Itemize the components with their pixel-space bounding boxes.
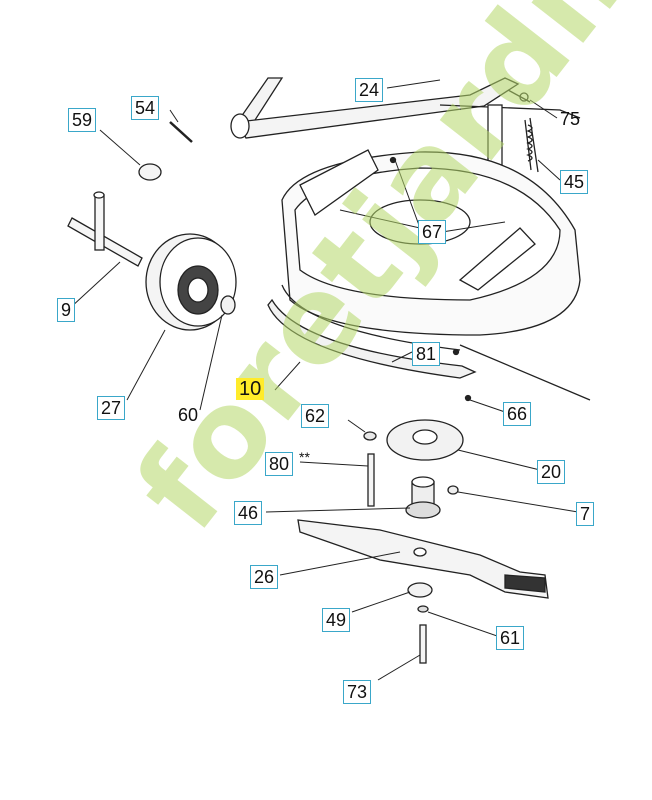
mower-blade: [297, 519, 549, 599]
part-label-66: 66: [503, 402, 532, 426]
part-label-27: 27: [97, 396, 126, 420]
pin: [169, 121, 193, 143]
part-label-9: 9: [57, 298, 76, 322]
part-label-75: 75: [560, 109, 581, 129]
part-label-24: 24: [355, 78, 384, 102]
part-label-80: 80: [265, 452, 294, 476]
part-label-62: 62: [301, 404, 330, 428]
blade-bolt: [419, 624, 427, 664]
part-label-61: 61: [496, 626, 525, 650]
lock-washer: [417, 605, 429, 613]
spring-assembly: [487, 89, 539, 173]
wheel-axle: [67, 191, 143, 267]
part-label-10: 10: [236, 378, 265, 400]
cap: [138, 163, 162, 181]
part-label-80-note: **: [299, 449, 310, 465]
part-label-54: 54: [131, 96, 160, 120]
long-bolt: [367, 453, 375, 507]
part-label-73: 73: [343, 680, 372, 704]
blade-flange: [386, 419, 464, 461]
blade-hub: [405, 476, 441, 519]
part-label-59: 59: [68, 108, 97, 132]
small-bolt: [447, 485, 459, 495]
blade-washer: [407, 582, 433, 598]
part-label-7: 7: [576, 502, 595, 526]
part-label-49: 49: [322, 608, 351, 632]
part-label-60: 60: [178, 405, 199, 425]
part-label-67: 67: [418, 220, 447, 244]
part-label-45: 45: [560, 170, 589, 194]
wheel: [145, 233, 237, 331]
wheel-washer: [220, 295, 236, 315]
nut: [363, 431, 377, 441]
part-label-46: 46: [234, 501, 263, 525]
part-label-20: 20: [537, 460, 566, 484]
part-label-81: 81: [412, 342, 441, 366]
leader-lines: [69, 79, 579, 681]
part-label-26: 26: [250, 565, 279, 589]
handle-frame: [230, 77, 581, 139]
